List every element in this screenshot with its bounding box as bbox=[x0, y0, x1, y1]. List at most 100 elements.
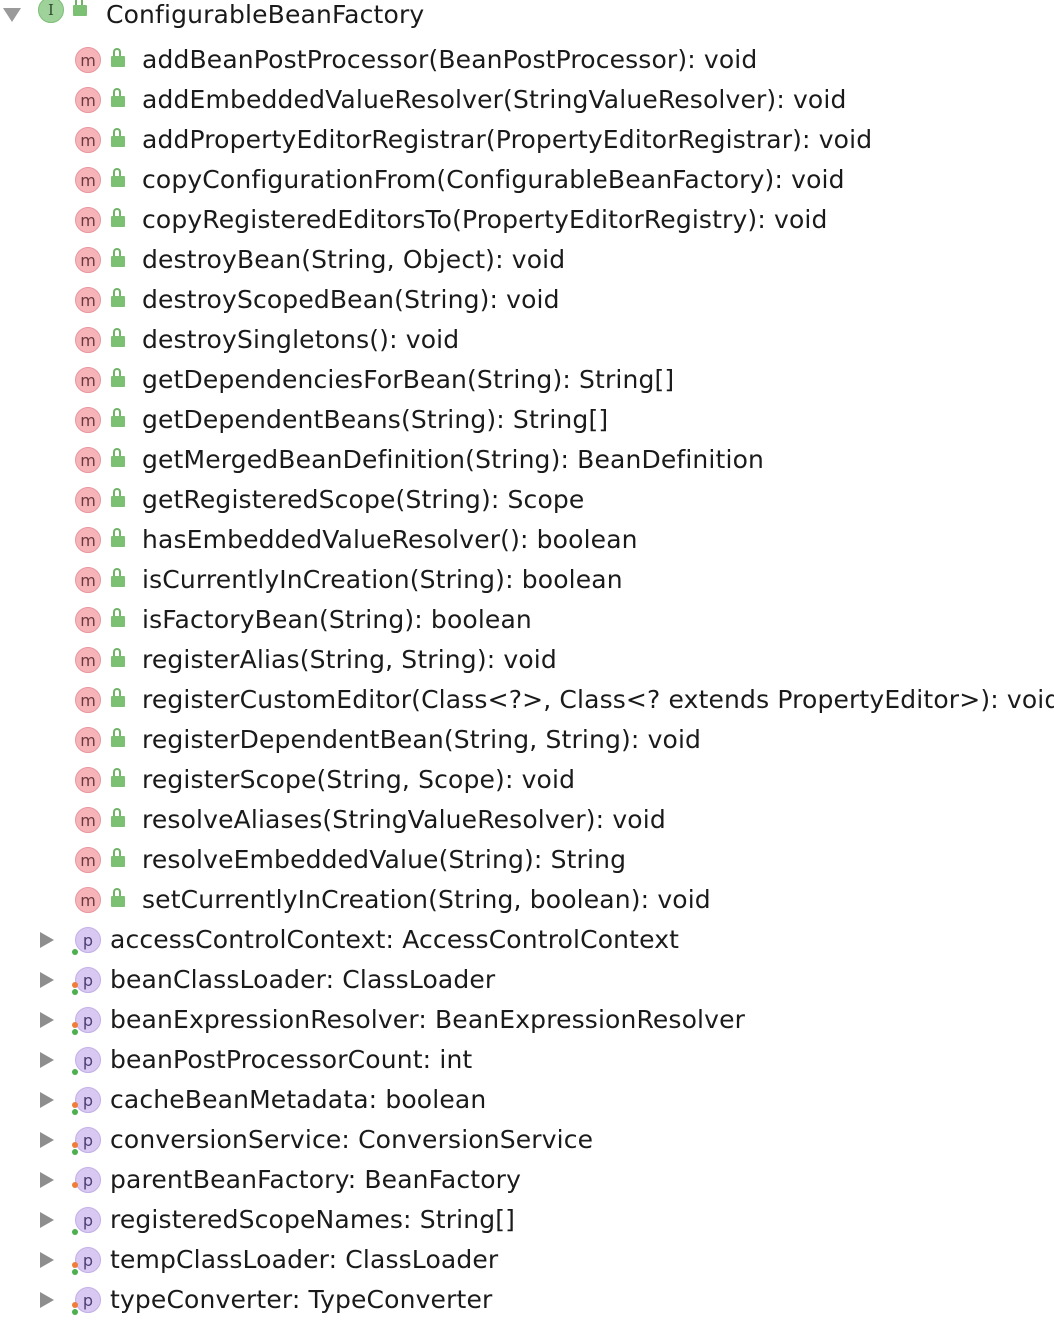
method-icon: m bbox=[75, 607, 101, 633]
method-icon: m bbox=[75, 527, 101, 553]
method-icon: m bbox=[75, 167, 101, 193]
property-label: parentBeanFactory: BeanFactory bbox=[110, 1165, 522, 1194]
method-label: registerDependentBean(String, String): v… bbox=[142, 725, 702, 754]
chevron-right-icon[interactable] bbox=[40, 1012, 54, 1028]
method-icon: m bbox=[75, 247, 101, 273]
method-label: destroyScopedBean(String): void bbox=[142, 285, 560, 314]
tree-node-label: ConfigurableBeanFactory bbox=[106, 0, 425, 29]
green-marker-icon bbox=[72, 1309, 78, 1315]
chevron-right-icon[interactable] bbox=[40, 1092, 54, 1108]
property-label: beanClassLoader: ClassLoader bbox=[110, 965, 496, 994]
unlock-icon bbox=[110, 528, 126, 548]
unlock-icon bbox=[110, 168, 126, 188]
chevron-right-icon[interactable] bbox=[40, 1252, 54, 1268]
method-label: destroySingletons(): void bbox=[142, 325, 460, 354]
method-icon: m bbox=[75, 47, 101, 73]
orange-marker-icon bbox=[72, 1142, 78, 1148]
tree-node-method[interactable]: m registerDependentBean(String, String): … bbox=[0, 720, 1054, 760]
orange-marker-icon bbox=[72, 1102, 78, 1108]
green-marker-icon bbox=[72, 1069, 78, 1075]
unlock-icon bbox=[110, 728, 126, 748]
unlock-icon bbox=[110, 768, 126, 788]
property-icon: p bbox=[75, 927, 101, 953]
tree-node-method[interactable]: m destroyScopedBean(String): void bbox=[0, 280, 1054, 320]
method-icon: m bbox=[75, 847, 101, 873]
tree-node-root[interactable]: I ConfigurableBeanFactory bbox=[0, 0, 1054, 35]
method-icon: m bbox=[75, 327, 101, 353]
property-icon: p bbox=[75, 1167, 101, 1193]
property-icon: p bbox=[75, 1087, 101, 1113]
chevron-right-icon[interactable] bbox=[40, 932, 54, 948]
chevron-right-icon[interactable] bbox=[40, 1052, 54, 1068]
method-icon: m bbox=[75, 207, 101, 233]
tree-node-method[interactable]: m destroyBean(String, Object): void bbox=[0, 240, 1054, 280]
method-icon: m bbox=[75, 767, 101, 793]
chevron-down-icon[interactable] bbox=[3, 8, 21, 22]
tree-node-method[interactable]: m registerCustomEditor(Class<?>, Class<? … bbox=[0, 680, 1054, 720]
method-icon: m bbox=[75, 287, 101, 313]
tree-node-method[interactable]: m registerScope(String, Scope): void bbox=[0, 760, 1054, 800]
property-icon: p bbox=[75, 1007, 101, 1033]
unlock-icon bbox=[110, 488, 126, 508]
method-label: destroyBean(String, Object): void bbox=[142, 245, 566, 274]
method-icon: m bbox=[75, 567, 101, 593]
method-icon: m bbox=[75, 807, 101, 833]
method-label: hasEmbeddedValueResolver(): boolean bbox=[142, 525, 638, 554]
chevron-right-icon[interactable] bbox=[40, 1212, 54, 1228]
method-icon: m bbox=[75, 727, 101, 753]
method-label: resolveAliases(StringValueResolver): voi… bbox=[142, 805, 666, 834]
method-icon: m bbox=[75, 367, 101, 393]
property-icon: p bbox=[75, 1047, 101, 1073]
chevron-right-icon[interactable] bbox=[40, 1132, 54, 1148]
method-label: registerCustomEditor(Class<?>, Class<? e… bbox=[142, 685, 1054, 714]
method-label: addPropertyEditorRegistrar(PropertyEdito… bbox=[142, 125, 873, 154]
chevron-right-icon[interactable] bbox=[40, 1292, 54, 1308]
chevron-right-icon[interactable] bbox=[40, 972, 54, 988]
method-icon: m bbox=[75, 687, 101, 713]
tree-node-method[interactable]: m destroySingletons(): void bbox=[0, 320, 1054, 360]
unlock-icon bbox=[110, 208, 126, 228]
method-label: getDependentBeans(String): String[] bbox=[142, 405, 609, 434]
property-icon: p bbox=[75, 1127, 101, 1153]
orange-marker-icon bbox=[72, 1302, 78, 1308]
unlock-icon bbox=[110, 88, 126, 108]
property-label: typeConverter: TypeConverter bbox=[110, 1285, 493, 1314]
method-label: registerScope(String, Scope): void bbox=[142, 765, 576, 794]
unlock-icon bbox=[110, 248, 126, 268]
orange-marker-icon bbox=[72, 1022, 78, 1028]
method-label: isFactoryBean(String): boolean bbox=[142, 605, 532, 634]
method-label: copyConfigurationFrom(ConfigurableBeanFa… bbox=[142, 165, 845, 194]
orange-marker-icon bbox=[72, 982, 78, 988]
tree-node-property[interactable]: p parentBeanFactory: BeanFactory bbox=[0, 1160, 1054, 1200]
unlock-icon bbox=[110, 448, 126, 468]
tree-node-method[interactable]: m resolveAliases(StringValueResolver): vo… bbox=[0, 800, 1054, 840]
method-label: addEmbeddedValueResolver(StringValueReso… bbox=[142, 85, 847, 114]
chevron-right-icon[interactable] bbox=[40, 1172, 54, 1188]
tree-node-method[interactable]: m hasEmbeddedValueResolver(): boolean bbox=[0, 520, 1054, 560]
tree-node-method[interactable]: m isFactoryBean(String): boolean bbox=[0, 600, 1054, 640]
property-icon: p bbox=[75, 1207, 101, 1233]
tree-node-method[interactable]: m copyConfigurationFrom(ConfigurableBeanF… bbox=[0, 160, 1054, 200]
